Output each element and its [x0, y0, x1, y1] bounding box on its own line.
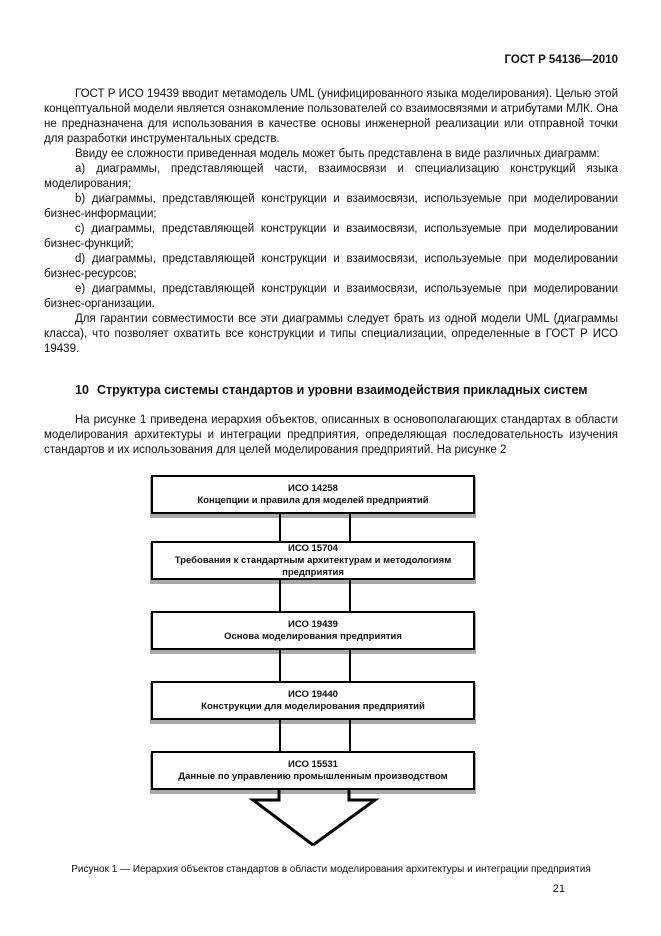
- down-arrow-icon: [248, 788, 380, 847]
- paragraph-figure-intro: На рисунке 1 приведена иерархия объектов…: [44, 414, 618, 456]
- diagram-box-iso19440: ИСО 19440 Конструкции для моделирования …: [151, 681, 475, 720]
- connector-line: [279, 580, 281, 611]
- page-number: 21: [552, 883, 565, 895]
- list-item-d: d) диаграммы, представляющей конструкции…: [44, 253, 618, 280]
- page-content: ГОСТ Р 54136—2010 ГОСТ Р ИСО 19439 вводи…: [0, 54, 661, 895]
- list-item-e: e) диаграммы, представляющей конструкции…: [44, 283, 618, 310]
- standards-hierarchy-diagram: ИСО 14258 Концепции и правила для моделе…: [44, 472, 618, 848]
- diagram-box-iso15704: ИСО 15704 Требования к стандартным архит…: [151, 541, 475, 580]
- box-code: ИСО 15704: [288, 542, 338, 554]
- paragraph-compatibility: Для гарантии совместимости все эти диагр…: [44, 313, 618, 355]
- box-code: ИСО 19439: [288, 618, 338, 630]
- box-title: Требования к стандартным архитектурам и …: [174, 554, 452, 578]
- connector-line: [349, 514, 351, 541]
- box-title: Основа моделирования предприятия: [224, 630, 402, 642]
- paragraph-diagram-intro: Ввиду ее сложности приведенная модель мо…: [75, 148, 600, 160]
- paragraph-metamodel: ГОСТ Р ИСО 19439 вводит метамодель UML (…: [44, 88, 618, 145]
- diagram-box-iso19439: ИСО 19439 Основа моделирования предприят…: [151, 611, 475, 650]
- connector-line: [349, 650, 351, 681]
- connector-line: [279, 514, 281, 541]
- connector-line: [349, 580, 351, 611]
- figure-caption: Рисунок 1 — Иерархия объектов стандартов…: [71, 864, 591, 875]
- box-code: ИСО 15531: [288, 758, 338, 770]
- list-item-c: c) диаграммы, представляющей конструкции…: [44, 223, 618, 250]
- list-item-a: a) диаграммы, представляющей части, взаи…: [44, 163, 618, 190]
- section-title: Структура системы стандартов и уровни вз…: [97, 383, 588, 397]
- list-item-b: b) диаграммы, представляющей конструкции…: [44, 193, 618, 220]
- box-code: ИСО 19440: [288, 688, 338, 700]
- diagram-box-iso15531: ИСО 15531 Данные по управлению промышлен…: [151, 751, 475, 790]
- section-number: 10: [75, 383, 89, 397]
- connector-line: [279, 720, 281, 751]
- connector-line: [279, 650, 281, 681]
- doc-number: ГОСТ Р 54136—2010: [504, 54, 618, 66]
- box-code: ИСО 14258: [288, 482, 338, 494]
- section-heading: 10 Структура системы стандартов и уровни…: [44, 381, 618, 400]
- box-title: Конструкции для моделирования предприяти…: [201, 700, 425, 712]
- diagram-box-iso14258: ИСО 14258 Концепции и правила для моделе…: [151, 475, 475, 514]
- box-title: Концепции и правила для моделей предприя…: [197, 494, 429, 506]
- connector-line: [349, 720, 351, 751]
- box-title: Данные по управлению промышленным произв…: [178, 770, 448, 782]
